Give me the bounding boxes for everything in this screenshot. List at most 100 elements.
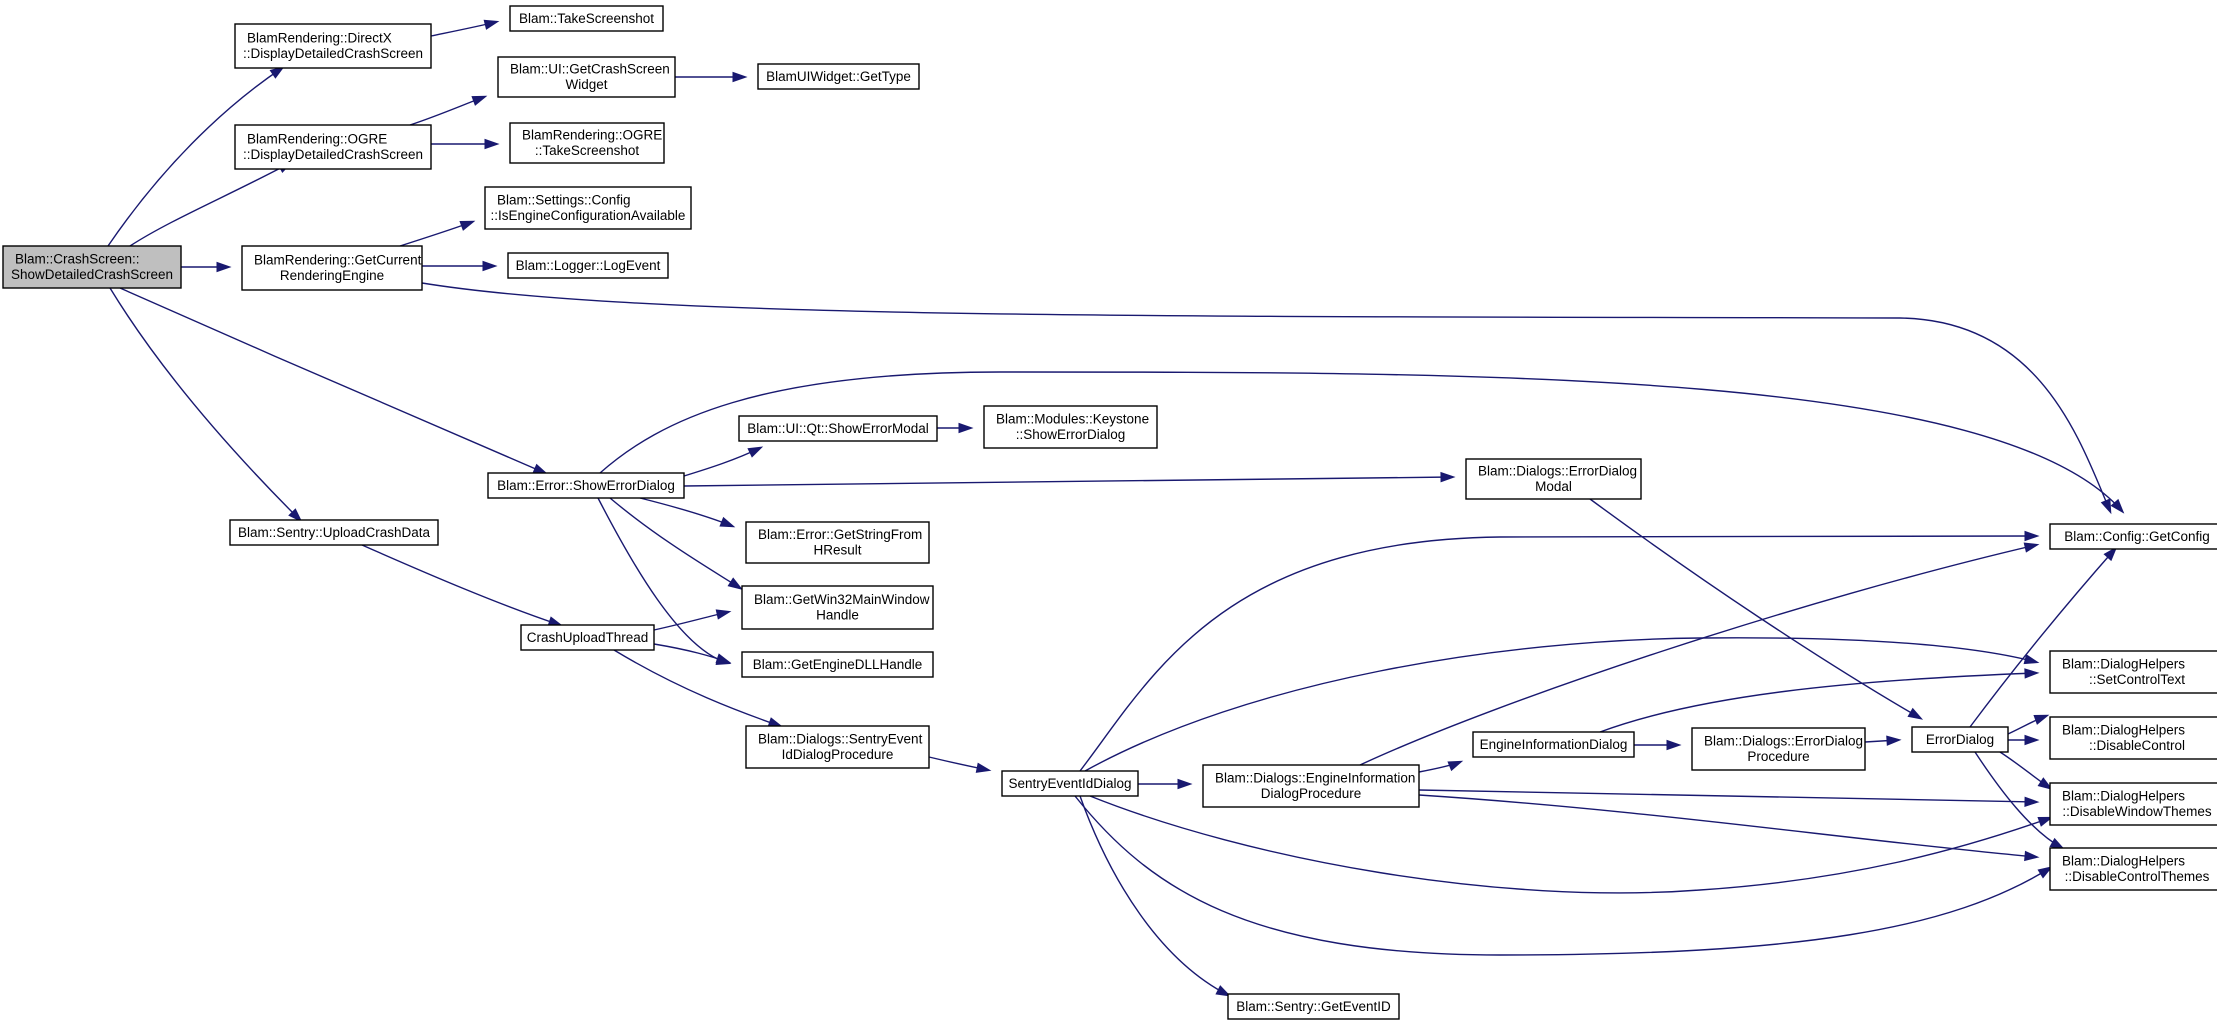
node-blam-config-getconfig[interactable]: Blam::Config::GetConfig: [2049, 523, 2217, 550]
node-box[interactable]: [1001, 770, 1139, 797]
node-blam-dialogs-engineinformationdialogprocedure[interactable]: Blam::Dialogs::EngineInformationDialogPr…: [1202, 764, 1420, 808]
node-label-line: BlamRendering::OGRE: [522, 128, 662, 143]
edge-n23-n24: [1418, 760, 1464, 773]
node-box[interactable]: [1691, 727, 1866, 771]
node-blam-dialoghelpers-disablewindowthemes[interactable]: Blam::DialogHelpers::DisableWindowThemes: [2049, 782, 2217, 826]
node-box[interactable]: [2049, 650, 2217, 694]
edge-n21-n23: [1138, 778, 1193, 790]
node-crashuploadthread[interactable]: CrashUploadThread: [520, 624, 655, 651]
edge-n24-n27: [1599, 668, 2040, 733]
node-label-line: ::DisableWindowThemes: [2062, 804, 2212, 819]
node-box[interactable]: [745, 725, 930, 769]
node-blamrendering-ogre-takescreenshot[interactable]: BlamRendering::OGRE::TakeScreenshot: [509, 122, 665, 164]
node-blamuiwidget-gettype[interactable]: BlamUIWidget::GetType: [757, 63, 920, 90]
node-blam-dialogs-sentryeventiddialogprocedure[interactable]: Blam::Dialogs::SentryEventIdDialogProced…: [745, 725, 930, 769]
node-box[interactable]: [745, 521, 930, 564]
node-blam-logger-logevent[interactable]: Blam::Logger::LogEvent: [507, 252, 669, 279]
edge-n23-n12: [1359, 542, 2040, 766]
edge-n4-n13: [683, 446, 764, 477]
arrowhead-icon: [727, 577, 743, 590]
arrowhead-icon: [1907, 707, 1924, 720]
node-box[interactable]: [1911, 726, 2009, 753]
node-blam-takescreenshot[interactable]: Blam::TakeScreenshot: [509, 5, 664, 32]
node-box[interactable]: [2049, 716, 2217, 760]
node-box[interactable]: [1202, 764, 1420, 808]
node-blam-ui-qt-showerrormodal[interactable]: Blam::UI::Qt::ShowErrorModal: [738, 415, 938, 442]
node-box[interactable]: [1472, 731, 1635, 758]
edge-n20-n21: [928, 756, 992, 773]
edge-n24-n25: [1634, 739, 1682, 751]
node-errordialog[interactable]: ErrorDialog: [1911, 726, 2009, 753]
node-box[interactable]: [757, 63, 920, 90]
node-blamrendering-directx-displaydetailedcrashscreen[interactable]: BlamRendering::DirectX::DisplayDetailedC…: [234, 23, 432, 69]
node-box[interactable]: [234, 124, 432, 170]
node-box[interactable]: [234, 23, 432, 69]
node-label-line: Blam::DialogHelpers: [2062, 657, 2185, 672]
node-label-line: Blam::Config::GetConfig: [2064, 529, 2210, 544]
node-label-line: ::ShowErrorDialog: [1016, 427, 1126, 442]
node-blam-sentry-geteventid[interactable]: Blam::Sentry::GetEventID: [1227, 993, 1400, 1020]
edge-line: [1969, 548, 2116, 728]
edge-line: [107, 67, 283, 247]
arrowhead-icon: [459, 220, 476, 231]
node-box[interactable]: [2, 245, 182, 289]
node-box[interactable]: [2049, 782, 2217, 826]
node-label-line: Procedure: [1747, 749, 1809, 764]
node-box[interactable]: [2049, 847, 2217, 891]
node-blam-crashscreen-showdetailedcrashscreen[interactable]: Blam::CrashScreen::ShowDetailedCrashScre…: [2, 245, 182, 289]
node-box[interactable]: [241, 245, 423, 291]
node-sentryeventiddialog[interactable]: SentryEventIdDialog: [1001, 770, 1139, 797]
node-box[interactable]: [983, 405, 1158, 449]
arrowhead-icon: [2037, 777, 2053, 790]
node-engineinformationdialog[interactable]: EngineInformationDialog: [1472, 731, 1635, 758]
edge-n25-n26: [1864, 735, 1902, 746]
node-blam-settings-config-isengineconfigurationavailable[interactable]: Blam::Settings::Config::IsEngineConfigur…: [484, 186, 692, 230]
edge-line: [1418, 789, 2037, 803]
edge-line: [1359, 544, 2037, 766]
arrowhead-icon: [1215, 985, 1232, 997]
node-box[interactable]: [738, 415, 938, 442]
node-box[interactable]: [2049, 523, 2217, 550]
arrowhead-icon: [2110, 498, 2125, 514]
node-box[interactable]: [741, 651, 934, 678]
node-box[interactable]: [509, 5, 664, 32]
node-box[interactable]: [520, 624, 655, 651]
edge-n4-n17: [609, 497, 743, 590]
node-box[interactable]: [507, 252, 669, 279]
node-box[interactable]: [229, 519, 439, 546]
node-label-line: Handle: [816, 608, 859, 623]
node-label-line: ::DisplayDetailedCrashScreen: [243, 147, 423, 162]
node-blam-error-showerrordialog[interactable]: Blam::Error::ShowErrorDialog: [487, 472, 685, 499]
edge-n21-n12: [1079, 530, 2040, 772]
edge-n4-n12: [599, 371, 2125, 514]
node-blam-dialoghelpers-disablecontrolthemes[interactable]: Blam::DialogHelpers::DisableControlTheme…: [2049, 847, 2217, 891]
edge-n0-n5: [109, 287, 303, 523]
node-box[interactable]: [1465, 458, 1642, 500]
edge-n1-n6: [430, 19, 500, 37]
node-box[interactable]: [497, 56, 676, 98]
node-blam-getenginedllhandle[interactable]: Blam::GetEngineDLLHandle: [741, 651, 934, 678]
node-blamrendering-ogre-displaydetailedcrashscreen[interactable]: BlamRendering::OGRE::DisplayDetailedCras…: [234, 124, 432, 170]
node-box[interactable]: [487, 472, 685, 499]
node-box[interactable]: [484, 186, 692, 230]
edge-line: [609, 497, 741, 589]
node-blam-dialoghelpers-disablecontrol[interactable]: Blam::DialogHelpers::DisableControl: [2049, 716, 2217, 760]
node-box[interactable]: [1227, 993, 1400, 1020]
node-blam-dialoghelpers-setcontroltext[interactable]: Blam::DialogHelpers::SetControlText: [2049, 650, 2217, 694]
nodes-layer: Blam::CrashScreen::ShowDetailedCrashScre…: [2, 5, 2217, 1020]
arrowhead-icon: [2100, 498, 2112, 515]
node-blam-modules-keystone-showerrordialog[interactable]: Blam::Modules::Keystone::ShowErrorDialog: [983, 405, 1158, 449]
edge-n2-n7: [409, 95, 488, 126]
arrowhead-icon: [2024, 734, 2040, 746]
node-box[interactable]: [509, 122, 665, 164]
node-box[interactable]: [741, 585, 934, 630]
node-blam-sentry-uploadcrashdata[interactable]: Blam::Sentry::UploadCrashData: [229, 519, 439, 546]
edge-line: [1589, 498, 1921, 719]
